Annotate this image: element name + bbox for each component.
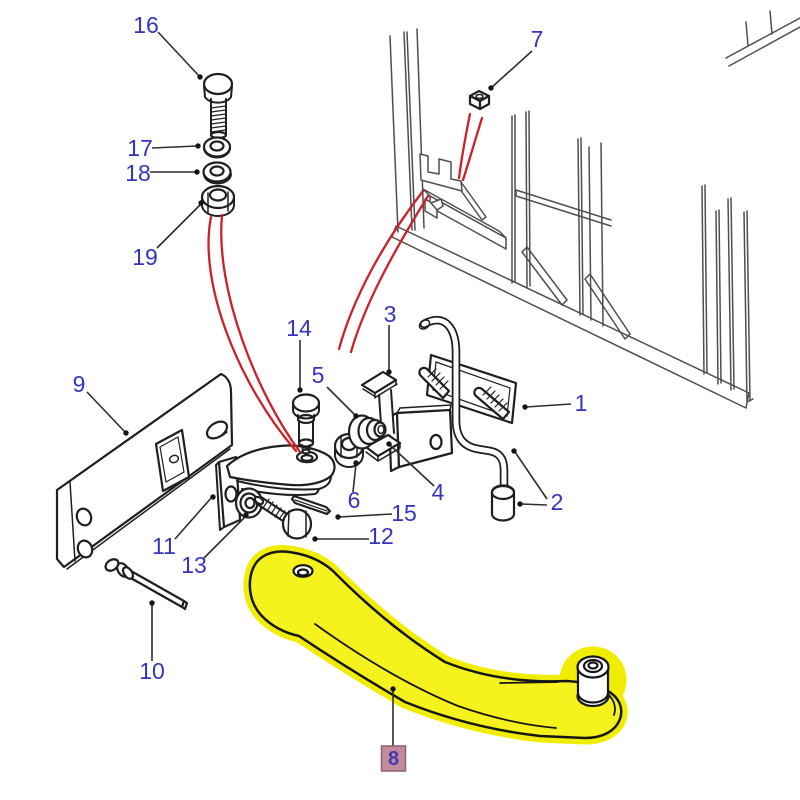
part-label-16: 16 — [133, 12, 159, 38]
part-9-mounting-plate — [55, 372, 234, 570]
badge-background[interactable] — [380, 745, 407, 772]
part-label-10: 10 — [139, 658, 165, 684]
part-label-15: 15 — [391, 500, 417, 526]
part-2-check-rod — [418, 315, 516, 522]
part-label-11: 11 — [152, 533, 176, 559]
part-label-1: 1 — [575, 390, 588, 416]
part-label-12: 12 — [368, 523, 394, 549]
part-label-18: 18 — [125, 160, 151, 186]
part-label-19: 19 — [132, 244, 158, 270]
part-label-6: 6 — [348, 487, 361, 513]
part-label-3: 3 — [384, 301, 397, 327]
selected-part-badge[interactable]: 8 — [380, 745, 407, 772]
part-label-9: 9 — [73, 371, 86, 397]
part-label-5: 5 — [312, 362, 325, 388]
part-label-17: 17 — [127, 135, 153, 161]
sill-beam — [422, 188, 507, 250]
latch-striker-plate — [419, 153, 463, 192]
part-10-rivet — [104, 558, 189, 611]
part-label-13: 13 — [181, 552, 207, 578]
part-16-bolt — [202, 72, 234, 140]
leader-dots — [123, 74, 528, 692]
part-18-spring-washer — [202, 161, 232, 185]
part-callout-labels: 16 17 18 19 7 3 14 5 9 1 2 4 6 15 12 11 … — [73, 12, 588, 684]
selected-part-number: 8 — [388, 748, 399, 770]
leader-lines — [86, 31, 572, 746]
part-label-7: 7 — [531, 26, 544, 52]
part-14-pivot-pin — [291, 393, 321, 455]
part-label-14: 14 — [286, 315, 312, 341]
arm-bush — [576, 655, 610, 708]
fitment-reference-lines — [207, 112, 484, 454]
door-frame — [389, 10, 800, 409]
part-label-2: 2 — [551, 489, 564, 515]
part-15-pin — [290, 494, 332, 516]
part-label-4: 4 — [432, 479, 445, 505]
part-7-square-nut — [468, 89, 491, 111]
part-5-bush — [347, 414, 387, 450]
part-11-check-lever-bracket — [215, 444, 336, 531]
part-13-washer — [234, 487, 264, 519]
part-4-bracket — [387, 404, 454, 473]
part-1-plate-with-studs — [418, 353, 518, 425]
part-12-bolt — [253, 495, 313, 540]
part-8-check-arm-highlighted — [243, 545, 628, 745]
part-17-flat-washer — [202, 136, 232, 159]
part-19-nut — [200, 184, 236, 217]
